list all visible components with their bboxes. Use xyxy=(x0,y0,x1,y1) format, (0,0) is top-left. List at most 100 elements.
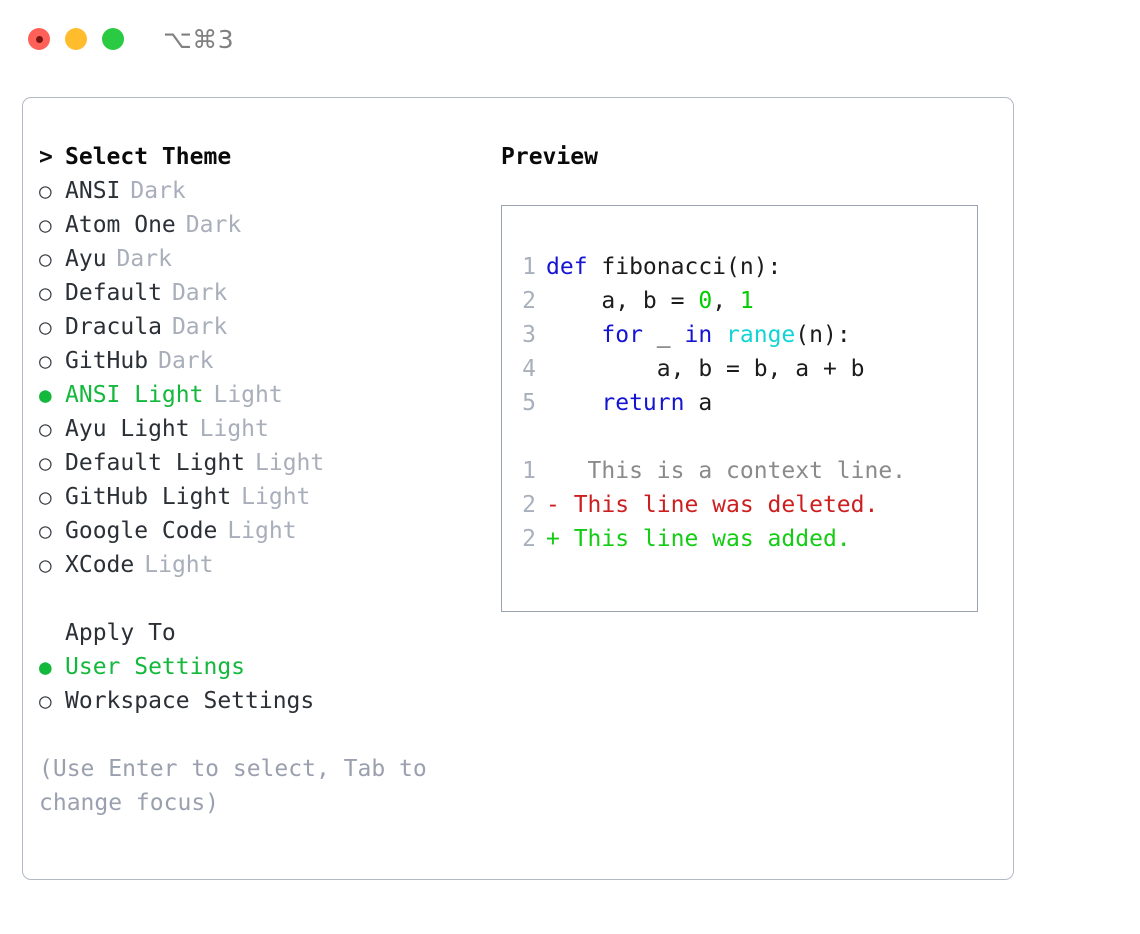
theme-option-ayu[interactable]: ○ Ayu Dark xyxy=(39,242,489,276)
code-token-plain xyxy=(546,390,601,416)
caret-right-icon: > xyxy=(39,144,53,170)
radio-unselected-icon: ○ xyxy=(39,485,52,509)
code-line-number: 1 xyxy=(522,254,536,280)
diff-sample: 1 This is a context line.2- This line wa… xyxy=(502,454,977,556)
radio-unselected-icon: ○ xyxy=(39,213,52,237)
code-token-num: 0 xyxy=(698,288,713,314)
minimize-window-button[interactable] xyxy=(65,28,87,50)
theme-option-variant: Dark xyxy=(116,246,172,272)
code-token-kw: for xyxy=(601,322,643,348)
select-theme-heading-label: Select Theme xyxy=(65,144,232,170)
theme-option-label: Default xyxy=(65,280,162,306)
theme-option-variant: Light xyxy=(144,552,214,578)
theme-option-github[interactable]: ○ GitHub Dark xyxy=(39,344,489,378)
code-line-number: 4 xyxy=(522,356,536,382)
theme-option-variant: Light xyxy=(227,518,297,544)
apply-to-option-workspace-settings[interactable]: ○Workspace Settings xyxy=(39,684,489,718)
code-line-number: 5 xyxy=(522,390,536,416)
code-line-text: a, b = b, a + b xyxy=(546,352,865,386)
close-window-button[interactable] xyxy=(28,28,50,50)
code-line-text: def fibonacci(n): xyxy=(546,250,781,284)
radio-selected-icon: ● xyxy=(39,655,52,679)
code-token-plain: a, b = xyxy=(546,288,699,314)
code-line-text: return a xyxy=(546,386,712,420)
theme-option-label: Default Light xyxy=(65,450,246,476)
theme-option-label: Ayu Light xyxy=(65,416,190,442)
theme-option-ansi[interactable]: ○ ANSI Dark xyxy=(39,174,489,208)
radio-unselected-icon: ○ xyxy=(39,519,52,543)
theme-option-variant: Dark xyxy=(130,178,186,204)
code-token-plain: a xyxy=(684,390,713,416)
theme-option-variant: Light xyxy=(199,416,269,442)
theme-option-dracula[interactable]: ○ Dracula Dark xyxy=(39,310,489,344)
theme-option-variant: Light xyxy=(255,450,325,476)
code-token-fn: range xyxy=(726,322,796,348)
diff-line-text: - This line was deleted. xyxy=(546,492,879,518)
diff-line-add: 2 + This line was added. xyxy=(502,522,977,556)
code-token-plain: fibonacci(n): xyxy=(601,254,782,280)
diff-line-text: + This line was added. xyxy=(546,526,851,552)
code-line: 2 a, b = 0, 1 xyxy=(502,284,977,318)
spacer-icon: ○ xyxy=(39,616,65,650)
theme-option-label: Atom One xyxy=(65,212,176,238)
theme-option-ansi-light[interactable]: ● ANSI Light Light xyxy=(39,378,489,412)
code-line: 1 def fibonacci(n): xyxy=(502,250,977,284)
code-token-plain: (n): xyxy=(795,322,851,348)
apply-to-option-label: User Settings xyxy=(65,654,246,680)
code-token-plain: _ xyxy=(642,322,685,348)
code-diff-spacer xyxy=(502,420,977,454)
apply-to-section: ○ Apply To ● User Settings ○Workspace Sett… xyxy=(39,616,489,718)
theme-option-label: Ayu xyxy=(65,246,107,272)
theme-option-atom-one[interactable]: ○ Atom One Dark xyxy=(39,208,489,242)
theme-option-variant: Dark xyxy=(185,212,242,238)
code-line: 3 for _ in range(n): xyxy=(502,318,977,352)
code-line: 4 a, b = b, a + b xyxy=(502,352,977,386)
traffic-lights xyxy=(28,28,124,50)
theme-option-xcode[interactable]: ○ XCode Light xyxy=(39,548,489,582)
zoom-window-button[interactable] xyxy=(102,28,124,50)
code-token-plain xyxy=(712,322,726,348)
theme-option-default[interactable]: ○ Default Dark xyxy=(39,276,489,310)
theme-option-label: ANSI xyxy=(65,178,121,204)
code-line-number: 2 xyxy=(522,288,536,314)
theme-option-label: ANSI Light xyxy=(65,382,204,408)
keyboard-hint-text: (Use Enter to select, Tab to change focu… xyxy=(39,756,427,816)
diff-line-text: This is a context line. xyxy=(546,458,907,484)
code-token-kw: return xyxy=(601,390,685,416)
diff-line-number: 2 xyxy=(522,492,536,518)
code-token-plain: a, b = b, a + b xyxy=(546,356,865,382)
select-theme-heading: > Select Theme xyxy=(39,140,489,174)
radio-unselected-icon: ○ xyxy=(39,553,52,577)
theme-option-variant: Light xyxy=(213,382,283,408)
theme-option-label: GitHub xyxy=(65,348,149,374)
theme-option-variant: Dark xyxy=(171,280,228,306)
apply-to-option-user-settings[interactable]: ● User Settings xyxy=(39,650,489,684)
theme-option-variant: Dark xyxy=(171,314,228,340)
radio-unselected-icon: ○ xyxy=(39,281,52,305)
theme-option-variant: Light xyxy=(241,484,311,510)
diff-line-number: 2 xyxy=(522,526,536,552)
theme-option-label: Dracula xyxy=(65,314,162,340)
apply-to-heading-label: Apply To xyxy=(65,620,176,646)
apply-to-list: ● User Settings ○Workspace Settings xyxy=(39,650,489,718)
window-titlebar: ⌥⌘3 xyxy=(0,0,1140,78)
apply-to-heading: ○ Apply To xyxy=(39,616,489,650)
radio-unselected-icon: ○ xyxy=(39,179,52,203)
radio-unselected-icon: ○ xyxy=(39,349,52,373)
theme-option-label: XCode xyxy=(65,552,135,578)
theme-option-variant: Dark xyxy=(158,348,214,374)
radio-unselected-icon: ○ xyxy=(39,247,52,271)
code-line-number: 3 xyxy=(522,322,536,348)
radio-selected-icon: ● xyxy=(39,383,52,407)
code-line-text: a, b = 0, 1 xyxy=(546,284,753,318)
radio-unselected-icon: ○ xyxy=(39,315,52,339)
code-token-plain xyxy=(546,322,601,348)
